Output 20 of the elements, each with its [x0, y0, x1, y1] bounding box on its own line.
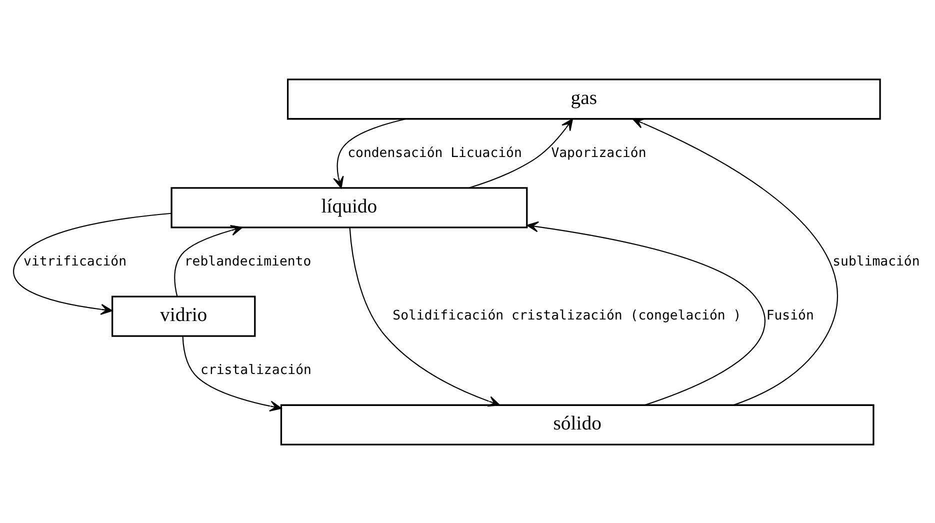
edge-label: Solidificación cristalización (congelación )	[392, 308, 742, 324]
edge-label: sublimación	[832, 254, 920, 269]
edge-label: vitrificación	[24, 254, 127, 269]
edge-label: cristalización	[200, 362, 312, 378]
node-box: sólido	[280, 404, 874, 445]
edge-label: reblandecimiento	[184, 254, 312, 269]
arrow	[182, 336, 282, 412]
edge-label: condensación Licuación	[348, 145, 522, 160]
arrow	[349, 226, 500, 406]
edge-label: Vaporización	[551, 145, 646, 160]
arrow	[468, 118, 573, 188]
node-box: gas	[286, 78, 881, 120]
node-box: líquido	[170, 186, 528, 228]
arrow	[526, 220, 766, 406]
arrow	[174, 224, 243, 296]
arrow	[632, 118, 838, 406]
edge-label: Fusión	[766, 308, 814, 324]
node-box: vidrio	[112, 295, 256, 336]
arrow	[13, 212, 172, 314]
arrow	[333, 118, 406, 188]
